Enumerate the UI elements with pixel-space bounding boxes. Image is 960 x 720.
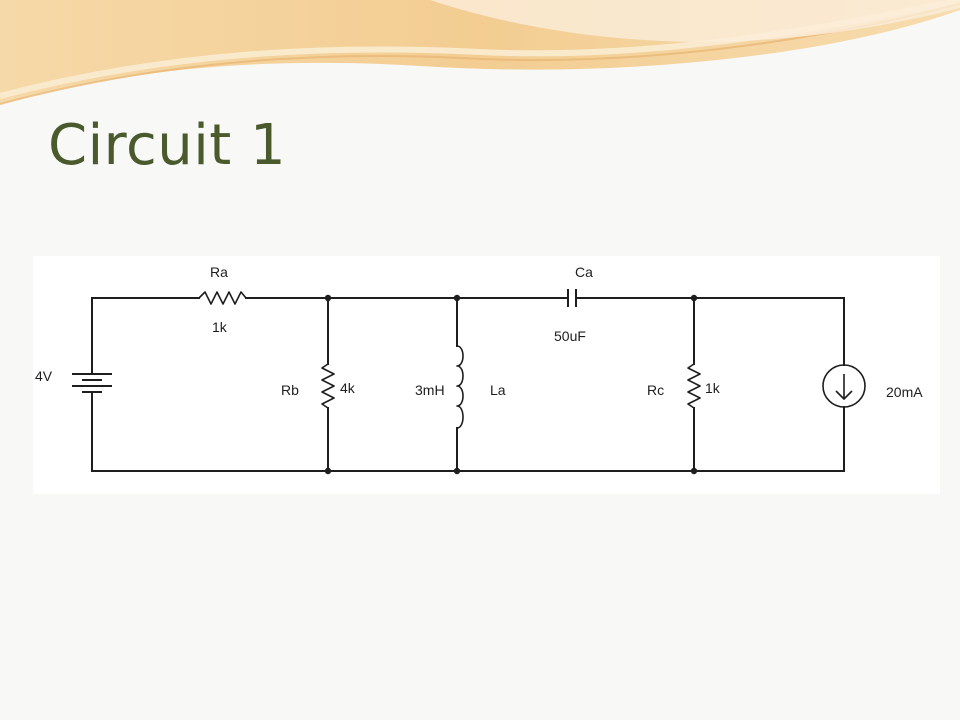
slide-title: Circuit 1	[48, 113, 287, 178]
resistor-ra-value: 1k	[212, 319, 228, 335]
current-source-value: 20mA	[886, 384, 923, 400]
resistor-rb-name: Rb	[281, 382, 299, 398]
resistor-rc-value: 1k	[705, 380, 721, 396]
junction-node	[324, 294, 332, 302]
resistor-rb-value: 4k	[340, 380, 356, 396]
circuit-diagram: 4V Ra 1k Rb 4k 3mH La Ca 50uF Rc 1k 20mA	[33, 256, 940, 494]
junction-node	[453, 467, 461, 475]
inductor-la-name: La	[490, 382, 506, 398]
inductor-la-symbol	[456, 345, 464, 429]
current-source-symbol	[822, 364, 866, 408]
wires	[91, 297, 845, 472]
resistor-ra-name: Ra	[210, 264, 228, 280]
source-voltage-value: 4V	[35, 368, 53, 384]
junction-node	[453, 294, 461, 302]
resistor-rc-name: Rc	[647, 382, 664, 398]
junction-node	[324, 467, 332, 475]
junction-node	[690, 294, 698, 302]
header-decoration	[0, 0, 960, 105]
capacitor-ca-name: Ca	[575, 264, 593, 280]
circuit-schematic: 4V Ra 1k Rb 4k 3mH La Ca 50uF Rc 1k 20mA	[35, 264, 923, 475]
capacitor-ca-value: 50uF	[554, 328, 586, 344]
resistor-rb-symbol	[321, 363, 335, 409]
voltage-source-symbol	[72, 373, 112, 393]
resistor-ra-symbol	[198, 291, 247, 305]
inductor-la-value: 3mH	[415, 382, 445, 398]
capacitor-ca-symbol	[562, 289, 582, 307]
junction-node	[690, 467, 698, 475]
resistor-rc-symbol	[687, 363, 701, 409]
